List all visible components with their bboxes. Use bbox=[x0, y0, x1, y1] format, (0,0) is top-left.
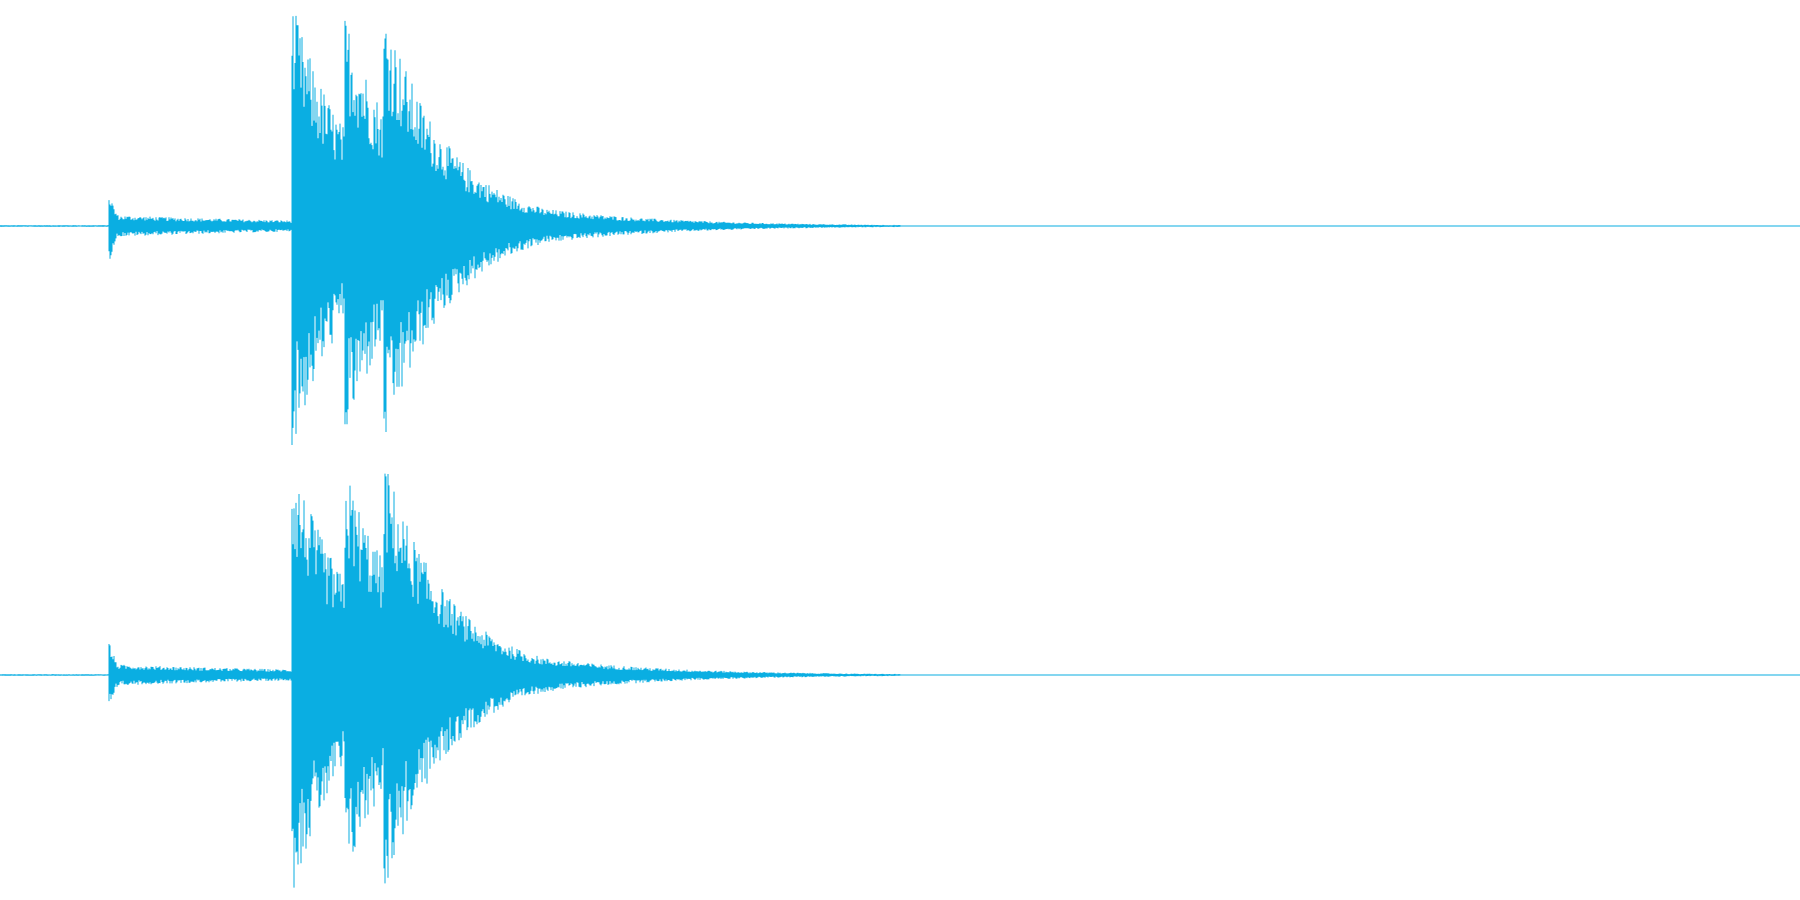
channel-right-waveform bbox=[0, 473, 1800, 888]
waveform-peaks bbox=[0, 15, 901, 445]
waveform-peaks bbox=[0, 473, 901, 888]
channel-left-waveform bbox=[0, 15, 1800, 445]
